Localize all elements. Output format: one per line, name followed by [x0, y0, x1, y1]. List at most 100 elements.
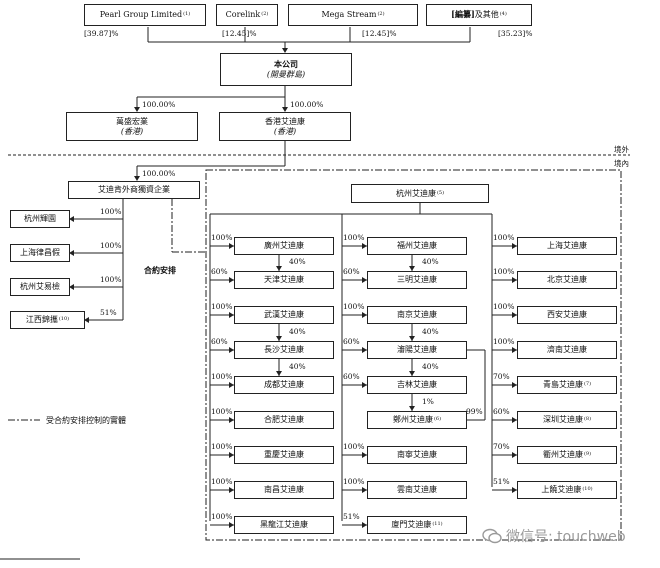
shareholder-others-name: 及其他	[474, 10, 499, 20]
arrow-head	[229, 452, 234, 458]
pct-corelink: [12.45]%	[222, 29, 257, 38]
col3-entity-box: 青島艾迪康(7)	[517, 376, 617, 394]
company-sub: (開曼群島)	[266, 69, 306, 79]
col1-entity-subpct: 40%	[289, 257, 306, 266]
hangzhou-name: 杭州艾迪康	[395, 188, 436, 198]
left-entity-pct: 100%	[100, 207, 122, 216]
col1-entity-name: 黑龍江艾迪康	[260, 520, 308, 530]
arrow-head	[362, 277, 367, 283]
col2-entity-pct: 51%	[343, 512, 360, 521]
left-entity-name: 杭州輝園	[24, 214, 56, 224]
pct-wfoe: 100.00%	[142, 169, 176, 178]
left-entity-name: 杭州艾易檢	[20, 282, 60, 292]
col2-entity-box: 鄭州艾迪康(6)	[367, 411, 467, 429]
hangzhou-note: (5)	[436, 189, 445, 196]
hk-aidi-name: 香港艾迪康	[265, 117, 305, 127]
col2-entity-pct: 60%	[343, 372, 360, 381]
arrow-head	[229, 243, 234, 249]
col1-entity-box: 成都艾迪康	[234, 376, 334, 394]
arrow-head	[276, 266, 282, 271]
col2-entity-name: 廈門艾迪康	[391, 520, 432, 530]
pct-others: [35.23]%	[498, 29, 533, 38]
wansheng-sub: (香港)	[120, 126, 144, 136]
col3-entity-note: (8)	[583, 416, 592, 423]
col1-entity-name: 成都艾迪康	[264, 380, 304, 390]
arrow-head	[512, 243, 517, 249]
col1-entity-name: 長沙艾迪康	[264, 345, 304, 355]
col2-entity-pct: 99%	[466, 407, 483, 416]
shareholder-mega: Mega Stream(2)	[288, 4, 418, 26]
col2-entity-name: 雲南艾迪康	[397, 485, 437, 495]
col2-entity-pct: 60%	[343, 267, 360, 276]
arrow-head	[229, 277, 234, 283]
shareholder-mega-name: Mega Stream	[321, 10, 377, 20]
arrow-head	[409, 371, 415, 376]
hangzhou-box: 杭州艾迪康(5)	[351, 184, 489, 203]
col2-entity-box: 雲南艾迪康	[367, 481, 467, 499]
arrow-head	[229, 347, 234, 353]
col3-entity-pct: 70%	[493, 372, 510, 381]
arrow-head	[512, 312, 517, 318]
col1-entity-pct: 100%	[211, 477, 233, 486]
left-entity-pct: 100%	[100, 241, 122, 250]
col3-entity-name: 深圳艾迪康	[542, 415, 583, 425]
col3-entity-box: 上海艾迪康	[517, 237, 617, 255]
col2-entity-pct: 100%	[343, 442, 365, 451]
arrow-head	[362, 487, 367, 493]
col1-entity-subpct: 40%	[289, 326, 306, 336]
col3-entity-name: 青島艾迪康	[542, 380, 583, 390]
col3-entity-box: 西安艾迪康	[517, 306, 617, 324]
col3-entity-name: 衢州艾迪康	[542, 450, 583, 460]
col3-entity-box: 衢州艾迪康(9)	[517, 446, 617, 464]
arrow-head	[229, 382, 234, 388]
col2-entity-name: 鄭州艾迪康	[392, 415, 433, 425]
col1-entity-pct: 60%	[211, 337, 228, 346]
arrow-head	[512, 277, 517, 283]
col3-entity-box: 深圳艾迪康(8)	[517, 411, 617, 429]
wansheng-name: 萬盛宏業	[116, 117, 148, 127]
wansheng-box: 萬盛宏業 (香港)	[66, 112, 198, 141]
shareholder-pearl: Pearl Group Limited(1)	[84, 4, 206, 26]
wfoe-box: 艾迪肯外商獨資企業	[68, 181, 200, 199]
col3-entity-note: (10)	[582, 486, 593, 493]
col3-entity-pct: 100%	[493, 267, 515, 276]
arrow-head	[409, 406, 415, 411]
shareholder-corelink-name: Corelink	[225, 10, 261, 20]
col2-entity-box: 南寧艾迪康	[367, 446, 467, 464]
col3-entity-note: (7)	[583, 381, 592, 388]
col3-entity-pct: 100%	[493, 233, 515, 242]
arrow-head	[512, 487, 517, 493]
col1-entity-box: 黑龍江艾迪康	[234, 516, 334, 534]
watermark: 微信号: touchweb	[482, 526, 626, 546]
col1-entity-name: 南昌艾迪康	[264, 485, 304, 495]
col1-entity-pct: 100%	[211, 372, 233, 381]
wechat-icon	[482, 528, 502, 544]
shareholder-pearl-name: Pearl Group Limited	[99, 10, 183, 20]
col2-entity-subpct: 40%	[422, 326, 439, 336]
col3-entity-pct: 51%	[493, 477, 510, 486]
col3-entity-name: 北京艾迪康	[547, 275, 587, 285]
arrow-head	[512, 452, 517, 458]
arrow-head	[276, 336, 282, 341]
col1-entity-name: 天津艾迪康	[264, 275, 304, 285]
col2-entity-pct: 100%	[343, 302, 365, 311]
left-entity-box: 杭州艾易檢	[10, 278, 70, 296]
arrow-head	[229, 417, 234, 423]
col1-entity-box: 南昌艾迪康	[234, 481, 334, 499]
shareholder-others: [編纂]及其他(4)	[426, 4, 532, 26]
arrow-head	[362, 382, 367, 388]
arrow-head	[229, 312, 234, 318]
pct-mega: [12.45]%	[362, 29, 397, 38]
col1-entity-box: 合肥艾迪康	[234, 411, 334, 429]
col2-entity-name: 南京艾迪康	[397, 310, 437, 320]
col1-entity-name: 武漢艾迪康	[264, 310, 304, 320]
arrow-head	[229, 487, 234, 493]
contract-label: 合約安排	[144, 265, 176, 275]
col1-entity-pct: 100%	[211, 442, 233, 451]
col2-entity-subpct: 40%	[422, 361, 439, 371]
arrow-head	[512, 347, 517, 353]
col3-entity-name: 西安艾迪康	[547, 310, 587, 320]
left-entity-pct: 100%	[100, 275, 122, 284]
col1-entity-box: 廣州艾迪康	[234, 237, 334, 255]
